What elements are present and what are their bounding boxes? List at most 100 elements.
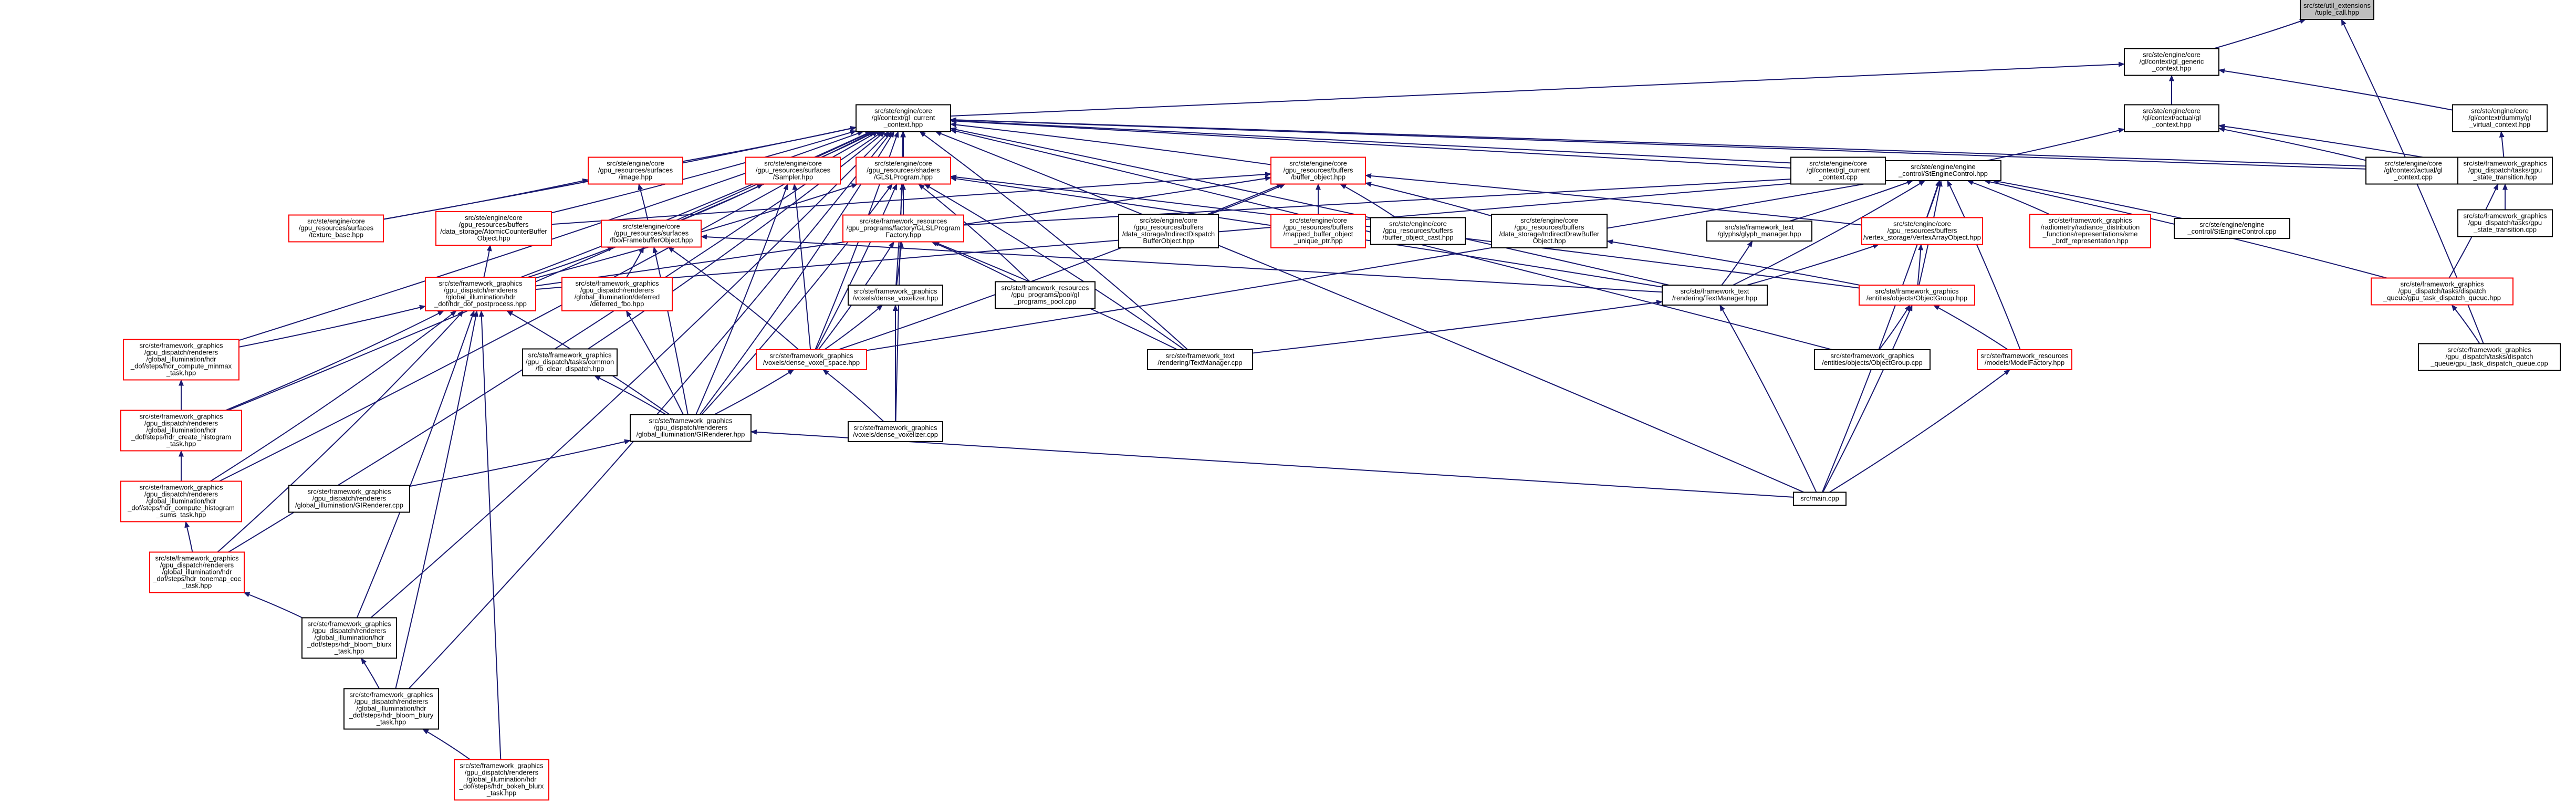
file-node-label: src/ste/framework_graphics bbox=[1875, 287, 1959, 295]
file-node[interactable]: src/ste/engine/core/gl/context/actual/gl… bbox=[2124, 104, 2219, 132]
file-node-label: src/ste/engine/core bbox=[874, 160, 932, 168]
file-node[interactable]: src/ste/framework_graphics/gpu_dispatch/… bbox=[149, 551, 245, 593]
include-edge bbox=[2451, 304, 2480, 344]
file-node[interactable]: src/ste/engine/core/gl/context/gl_curren… bbox=[856, 104, 951, 132]
file-node-box bbox=[588, 156, 683, 185]
file-node[interactable]: src/ste/engine/core/gpu_resources/buffer… bbox=[1861, 217, 1983, 245]
file-node-label: /fbo/FramebufferObject.hpp bbox=[610, 236, 693, 244]
file-node[interactable]: src/ste/framework_resources/models/Model… bbox=[1977, 349, 2072, 370]
file-node[interactable]: src/ste/framework_graphics/gpu_dispatch/… bbox=[2418, 343, 2561, 371]
file-node[interactable]: src/ste/framework_text/rendering/TextMan… bbox=[1147, 349, 1253, 370]
include-edge bbox=[950, 127, 1670, 286]
file-node[interactable]: src/ste/framework_graphics/gpu_dispatch/… bbox=[2457, 156, 2553, 185]
file-node[interactable]: src/ste/framework_graphics/gpu_dispatch/… bbox=[561, 277, 673, 311]
file-node-label: _queue/gpu_task_dispatch_queue.cpp bbox=[2430, 360, 2548, 368]
include-edge bbox=[551, 130, 857, 214]
include-edge bbox=[950, 117, 2458, 170]
file-node[interactable]: src/ste/engine/core/gpu_resources/buffer… bbox=[435, 211, 552, 246]
file-node[interactable]: src/ste/framework_resources/gpu_programs… bbox=[842, 214, 964, 243]
file-node[interactable]: src/ste/framework_graphics/gpu_dispatch/… bbox=[123, 339, 239, 381]
file-node[interactable]: src/ste/engine/engine_control/StEngineCo… bbox=[1885, 160, 2001, 181]
file-node-label: /gpu_dispatch/renderers bbox=[144, 420, 218, 427]
file-node[interactable]: src/ste/framework_text/glyphs/glyph_mana… bbox=[1706, 221, 1812, 242]
file-node[interactable]: src/ste/engine/core/gpu_resources/shader… bbox=[856, 156, 951, 185]
file-node[interactable]: src/ste/framework_graphics/gpu_dispatch/… bbox=[630, 414, 752, 442]
file-node-label: /gpu_dispatch/renderers bbox=[312, 495, 387, 503]
file-node[interactable]: src/ste/engine/core/gpu_resources/surfac… bbox=[745, 156, 841, 185]
file-node[interactable]: src/ste/engine/core/gl/context/actual/gl… bbox=[2365, 156, 2461, 185]
file-node[interactable]: src/ste/framework_graphics/gpu_dispatch/… bbox=[2457, 209, 2553, 237]
file-node[interactable]: src/ste/framework_graphics/radiometry/ra… bbox=[2029, 214, 2151, 248]
include-edge bbox=[1340, 183, 1396, 218]
file-node-box bbox=[1790, 156, 1886, 185]
file-node[interactable]: src/ste/framework_graphics/entities/obje… bbox=[1859, 285, 1975, 306]
include-edge bbox=[1947, 180, 2021, 350]
include-edge bbox=[714, 369, 795, 415]
file-node[interactable]: src/ste/engine/core/gpu_resources/surfac… bbox=[288, 214, 384, 243]
file-node-box bbox=[1270, 156, 1366, 185]
file-node[interactable]: src/ste/framework_resources/gpu_programs… bbox=[995, 281, 1096, 309]
file-node-box bbox=[2365, 156, 2461, 185]
file-node-label: /global_illumination/hdr bbox=[147, 355, 217, 363]
file-node-label: src/ste/engine/core bbox=[874, 107, 932, 115]
file-node-label: /global_illumination/hdr bbox=[147, 426, 217, 434]
include-edge bbox=[1822, 305, 1913, 493]
file-node-label: /gpu_dispatch/renderers bbox=[654, 424, 728, 432]
file-node-label: BufferObject.hpp bbox=[1143, 237, 1194, 245]
file-node[interactable]: src/ste/framework_graphics/gpu_dispatch/… bbox=[343, 688, 439, 730]
file-node[interactable]: src/ste/framework_graphics/gpu_dispatch/… bbox=[522, 348, 618, 376]
file-node[interactable]: src/ste/engine/core/gpu_resources/buffer… bbox=[1270, 156, 1366, 185]
file-node-label: src/ste/framework_graphics bbox=[770, 352, 853, 360]
file-node[interactable]: src/ste/framework_graphics/gpu_dispatch/… bbox=[288, 485, 410, 513]
file-node[interactable]: src/ste/engine/engine_control/StEngineCo… bbox=[2174, 218, 2290, 239]
file-node[interactable]: src/ste/framework_graphics/entities/obje… bbox=[1814, 349, 1931, 370]
file-node-label: /gpu_dispatch/tasks/dispatch bbox=[2398, 287, 2486, 295]
file-node[interactable]: src/ste/framework_graphics/gpu_dispatch/… bbox=[2371, 277, 2514, 306]
file-node[interactable]: src/ste/engine/core/gpu_resources/buffer… bbox=[1370, 217, 1466, 245]
file-node-label: /rendering/TextManager.cpp bbox=[1157, 359, 1242, 367]
file-node-box bbox=[1147, 349, 1253, 370]
file-node[interactable]: src/ste/framework_graphics/gpu_dispatch/… bbox=[454, 759, 549, 801]
file-node[interactable]: src/ste/framework_graphics/gpu_dispatch/… bbox=[425, 277, 536, 311]
file-node-label: src/ste/framework_graphics bbox=[460, 762, 544, 770]
file-node[interactable]: src/ste/engine/core/gl/context/gl_generi… bbox=[2124, 48, 2219, 76]
file-node-label: _functions/representations/sme bbox=[2042, 230, 2138, 238]
file-node-label: _context.hpp bbox=[2152, 121, 2191, 129]
include-edge bbox=[1933, 305, 2008, 350]
file-node-label: src/ste/framework_resources bbox=[860, 217, 947, 225]
file-node[interactable]: src/ste/engine/core/gpu_resources/buffer… bbox=[1270, 214, 1366, 248]
file-node-label: /rendering/TextManager.hpp bbox=[1672, 294, 1757, 302]
file-node-label: /vertex_storage/VertexArrayObject.hpp bbox=[1863, 234, 1981, 242]
include-edge bbox=[1993, 179, 2183, 219]
file-node[interactable]: src/ste/engine/core/gpu_resources/buffer… bbox=[1118, 214, 1219, 248]
file-node[interactable]: src/ste/framework_graphics/voxels/dense_… bbox=[848, 421, 943, 442]
file-node[interactable]: src/main.cpp bbox=[1793, 491, 1847, 506]
file-node[interactable]: src/ste/engine/core/gpu_resources/buffer… bbox=[1491, 214, 1608, 248]
file-node-label: _task.hpp bbox=[486, 789, 516, 797]
file-node[interactable]: src/ste/framework_graphics/gpu_dispatch/… bbox=[120, 410, 242, 452]
file-node[interactable]: src/ste/framework_graphics/voxels/dense_… bbox=[756, 349, 867, 370]
file-node-label: src/ste/framework_resources bbox=[1002, 284, 1089, 292]
file-node-label: _context.cpp bbox=[1818, 173, 1858, 181]
file-node[interactable]: src/ste/engine/core/gl/context/gl_curren… bbox=[1790, 156, 1886, 185]
file-node[interactable]: src/ste/framework_graphics/gpu_dispatch/… bbox=[120, 480, 242, 522]
file-node-box bbox=[842, 214, 964, 243]
file-node[interactable]: src/ste/framework_graphics/gpu_dispatch/… bbox=[301, 617, 397, 659]
file-node[interactable]: src/ste/engine/core/gpu_resources/surfac… bbox=[601, 219, 702, 248]
file-node-label: /gl/context/actual/gl bbox=[2142, 114, 2200, 122]
file-node-label: Object.hpp bbox=[477, 234, 510, 242]
file-node[interactable]: src/ste/util_extensions/tuple_call.hpp bbox=[2300, 0, 2374, 20]
file-node-label: src/ste/framework_graphics bbox=[528, 351, 612, 359]
file-node-label: src/ste/engine/core bbox=[1893, 220, 1951, 228]
file-node[interactable]: src/ste/framework_text/rendering/TextMan… bbox=[1662, 285, 1768, 306]
file-node-label: /gpu_resources/buffers bbox=[1887, 227, 1957, 235]
file-node-label: /gpu_resources/surfaces bbox=[598, 166, 673, 174]
include-edge bbox=[1719, 305, 1817, 493]
file-node[interactable]: src/ste/engine/core/gl/context/dummy/gl_… bbox=[2452, 104, 2548, 132]
file-node-box bbox=[522, 348, 618, 376]
file-node[interactable]: src/ste/framework_graphics/voxels/dense_… bbox=[848, 285, 943, 306]
file-node-label: _state_transition.cpp bbox=[2473, 226, 2537, 234]
file-node-label: /data_storage/IndirectDrawBuffer bbox=[1499, 230, 1600, 238]
file-node[interactable]: src/ste/engine/core/gpu_resources/surfac… bbox=[588, 156, 683, 185]
file-node-label: /gpu_resources/buffers bbox=[1284, 223, 1353, 231]
